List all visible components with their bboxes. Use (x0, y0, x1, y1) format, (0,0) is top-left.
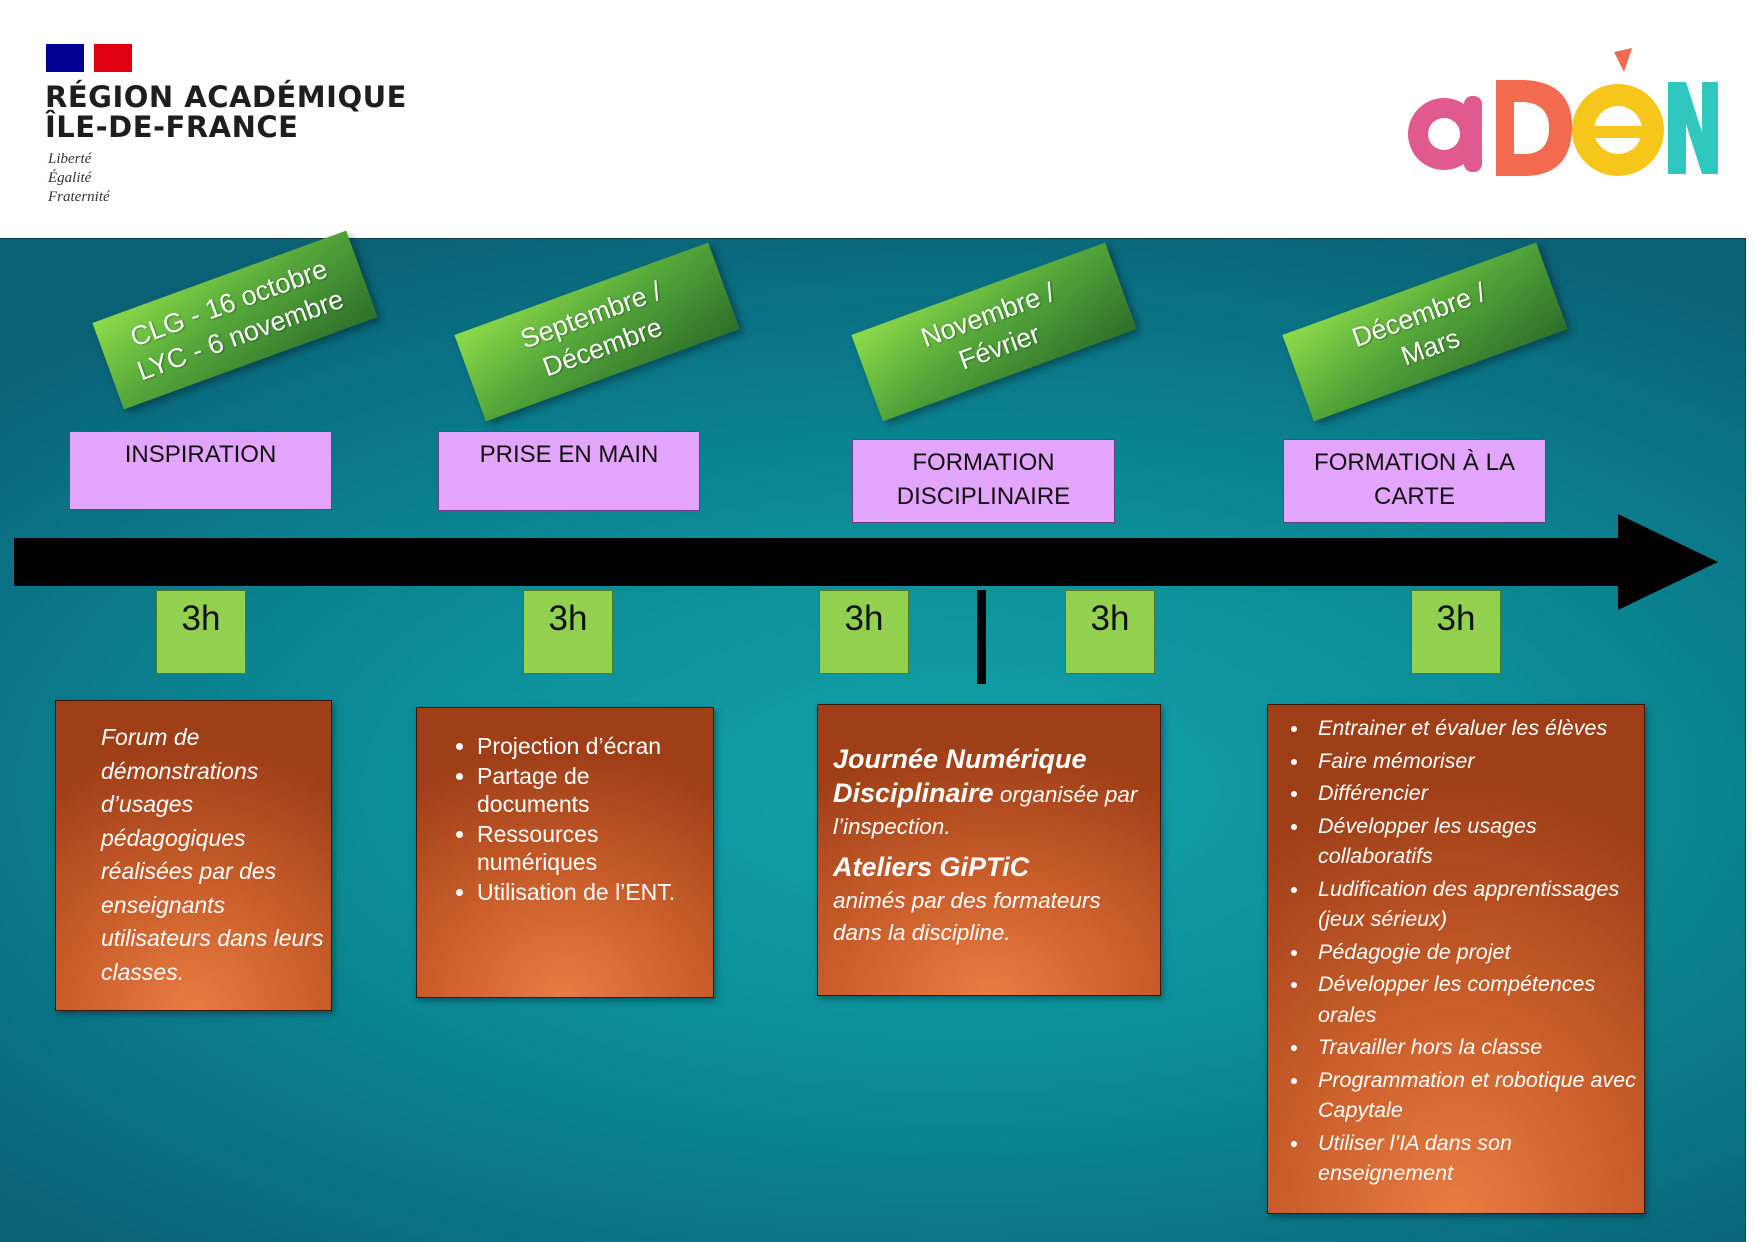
list-item: Utilisation de l’ENT. (477, 878, 707, 907)
motto-fraternite: Fraternité (48, 189, 110, 205)
timeline-arrow (14, 514, 1718, 610)
formation-carte-list: Entrainer et évaluer les élèves Faire mé… (1267, 704, 1645, 1214)
motto-egalite: Égalité (48, 170, 92, 186)
prise-en-main-list: Projection d’écran Partage de documents … (416, 707, 714, 998)
aden-logo (1408, 48, 1718, 176)
region-name-line2: ÎLE-DE-FRANCE (45, 110, 299, 144)
phase-formation-carte: FORMATION À LA CARTE (1283, 439, 1546, 523)
list-item: Ludification des apprentissages (jeux sé… (1310, 874, 1638, 935)
hours-badge-disciplinaire-2: 3h (1065, 590, 1155, 674)
list-item: Pédagogie de projet (1310, 937, 1638, 968)
ateliers-giptic-text: animés par des formateurs dans la discip… (833, 888, 1101, 945)
phase-formation-disciplinaire: FORMATION DISCIPLINAIRE (852, 439, 1115, 523)
journee-numerique-text: organisée par l’inspection. (833, 782, 1138, 839)
inspiration-description: Forum de démonstrations d’usages pédagog… (55, 700, 332, 1011)
phase-prise-en-main: PRISE EN MAIN (438, 431, 700, 511)
list-item: Faire mémoriser (1310, 746, 1638, 777)
list-item: Entrainer et évaluer les élèves (1310, 713, 1638, 744)
separator-tick (977, 590, 986, 684)
list-item: Programmation et robotique avec Capytale (1310, 1065, 1638, 1126)
motto-liberte: Liberté (48, 151, 92, 167)
list-item: Développer les usages collaboratifs (1310, 811, 1638, 872)
formation-disciplinaire-description: Journée Numérique Disciplinaire organisé… (817, 704, 1161, 996)
marianne-flag-logo (46, 44, 132, 72)
list-item: Projection d’écran (477, 732, 707, 761)
list-item: Différencier (1310, 778, 1638, 809)
region-name-line1: RÉGION ACADÉMIQUE (45, 80, 407, 114)
list-item: Partage de documents (477, 762, 707, 819)
ateliers-giptic-title: Ateliers GiPTiC (833, 852, 1030, 882)
journee-numerique-title: Journée Numérique Disciplinaire (833, 744, 1087, 808)
list-item: Travailler hors la classe (1310, 1032, 1638, 1063)
list-item: Utiliser l’IA dans son enseignement (1310, 1128, 1638, 1189)
list-item: Développer les compétences orales (1310, 969, 1638, 1030)
list-item: Ressources numériques (477, 820, 707, 877)
phase-inspiration: INSPIRATION (69, 431, 332, 510)
hours-badge-carte: 3h (1411, 590, 1501, 674)
hours-badge-inspiration: 3h (156, 590, 246, 674)
hours-badge-prise-en-main: 3h (523, 590, 613, 674)
hours-badge-disciplinaire-1: 3h (819, 590, 909, 674)
